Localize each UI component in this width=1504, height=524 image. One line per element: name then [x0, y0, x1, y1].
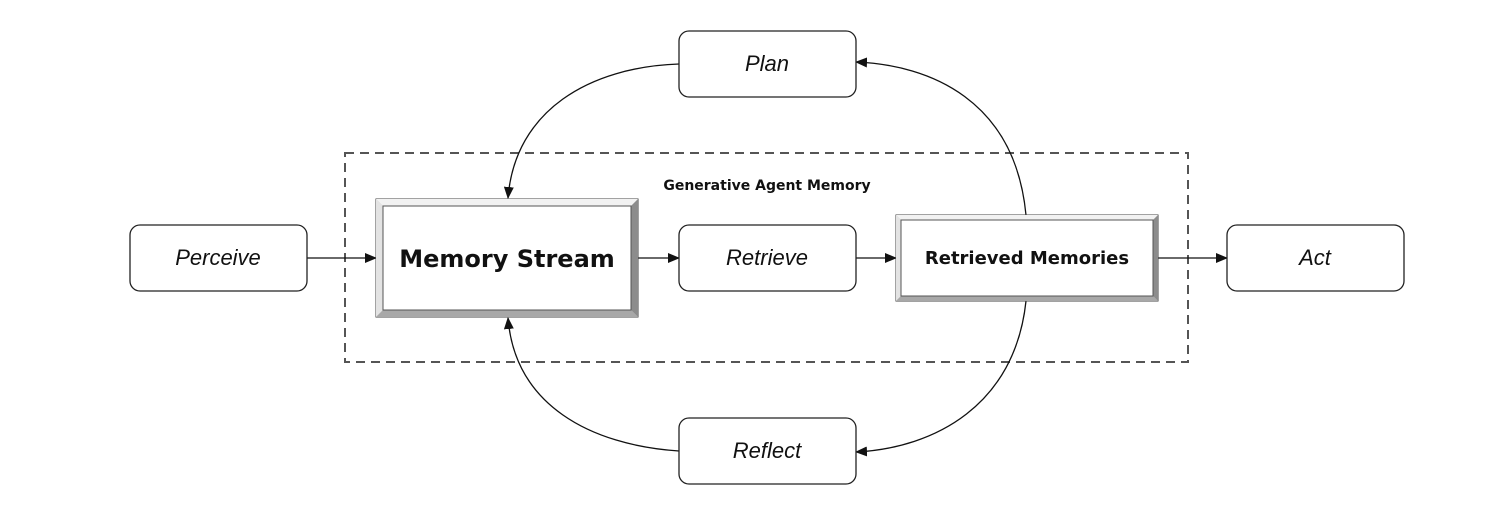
retrieved-memories-node: Retrieved Memories: [895, 214, 1159, 302]
retrieve-label: Retrieve: [726, 245, 808, 270]
act-label: Act: [1297, 245, 1332, 270]
perceive-node: Perceive: [129, 224, 308, 292]
reflect-node: Reflect: [678, 417, 857, 485]
memory-stream-node: Memory Stream: [375, 198, 639, 318]
act-node: Act: [1226, 224, 1405, 292]
perceive-label: Perceive: [175, 245, 261, 270]
reflect-label: Reflect: [733, 438, 802, 463]
edge-retrieved-memories-to-plan: [855, 57, 1027, 216]
edge-retrieved-memories-to-reflect: [855, 300, 1027, 457]
retrieved-memories-label: Retrieved Memories: [925, 248, 1129, 269]
group-label: Generative Agent Memory: [663, 178, 870, 194]
plan-label: Plan: [745, 51, 789, 76]
plan-node: Plan: [678, 30, 857, 98]
edge-plan-to-memory-stream: [503, 63, 680, 199]
memory-stream-label: Memory Stream: [399, 245, 615, 273]
retrieve-node: Retrieve: [678, 224, 857, 292]
edge-reflect-to-memory-stream: [503, 317, 680, 452]
